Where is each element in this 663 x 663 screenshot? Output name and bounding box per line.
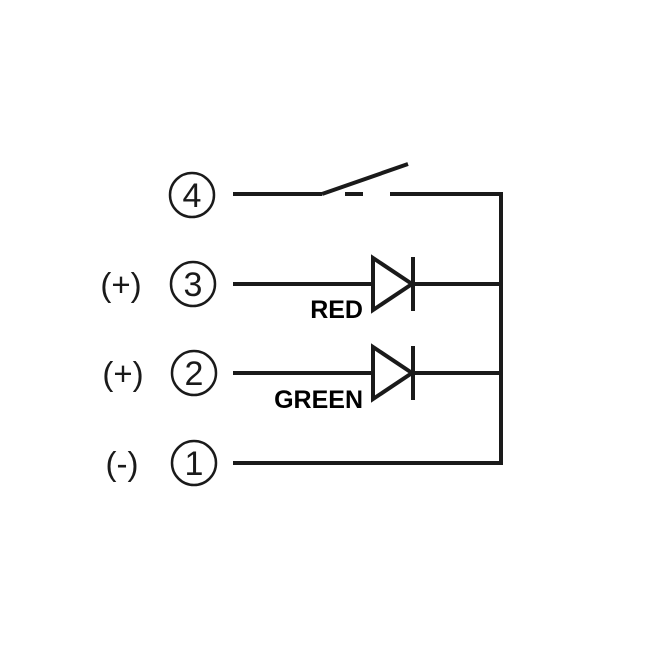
pin-2-number: 2 bbox=[185, 355, 204, 393]
pin-2-polarity: (+) bbox=[102, 355, 143, 392]
pin-4-circle bbox=[168, 171, 216, 219]
pin-1-circle bbox=[170, 439, 218, 487]
switch-lever bbox=[321, 162, 409, 196]
pin-4-number: 4 bbox=[183, 177, 202, 215]
pin-3-row: (+) 3 RED bbox=[100, 254, 501, 324]
pin-1-number: 1 bbox=[185, 445, 204, 483]
pin-1-row: (-) 1 bbox=[106, 439, 503, 487]
red-label: RED bbox=[310, 296, 363, 324]
red-diode-icon bbox=[371, 254, 416, 314]
pin-3-circle bbox=[169, 260, 217, 308]
pin-4-row: 4 bbox=[168, 162, 501, 219]
pin-2-circle bbox=[170, 349, 218, 397]
pin-3-number: 3 bbox=[184, 266, 203, 304]
green-label: GREEN bbox=[274, 386, 363, 414]
green-diode-icon bbox=[371, 343, 416, 403]
pin-1-polarity: (-) bbox=[106, 445, 139, 482]
pin-3-polarity: (+) bbox=[100, 266, 141, 303]
pin-2-row: (+) 2 GREEN bbox=[102, 343, 501, 414]
